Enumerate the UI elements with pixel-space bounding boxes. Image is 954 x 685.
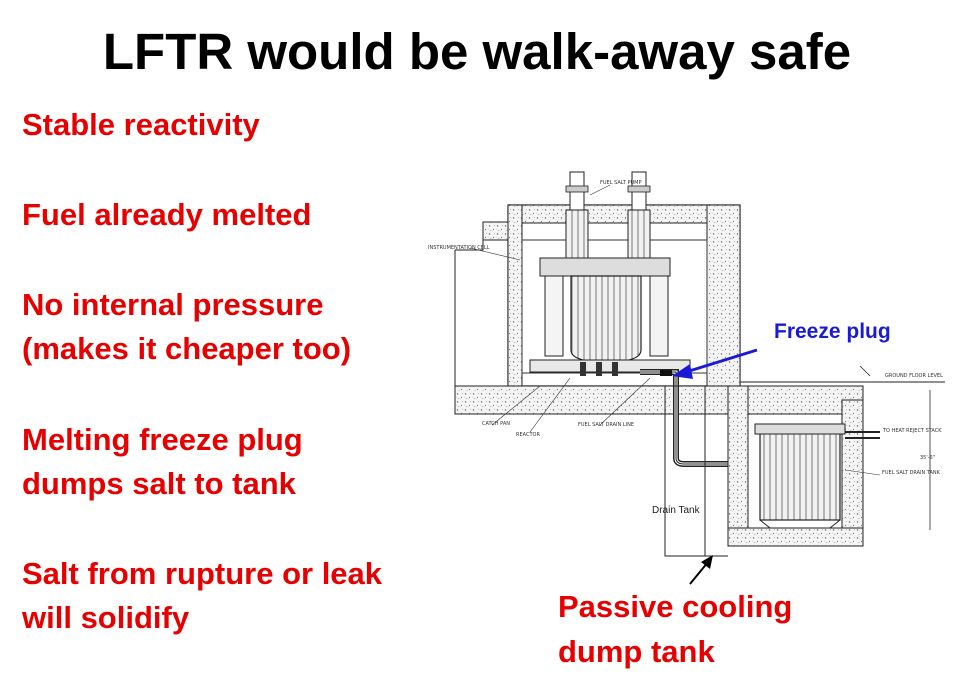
callout-line: dump tank bbox=[558, 634, 715, 669]
bullet-no-pressure: No internal pressure (makes it cheaper t… bbox=[22, 283, 351, 371]
label-leaders bbox=[469, 184, 881, 476]
slide-title: LFTR would be walk-away safe bbox=[102, 23, 852, 80]
ground-floor-level bbox=[740, 365, 945, 530]
passive-cooling-callout: Passive cooling dump tank bbox=[558, 584, 792, 674]
drain-cell-walls bbox=[664, 385, 864, 557]
passive-cooling-arrow bbox=[689, 555, 713, 585]
drain-tank-label: Drain Tank bbox=[652, 505, 700, 516]
bullet-line: Stable reactivity bbox=[22, 107, 260, 142]
label-fuel-salt-drain-tank: FUEL SALT DRAIN TANK bbox=[882, 470, 940, 476]
bullet-freeze-plug: Melting freeze plug dumps salt to tank bbox=[22, 418, 303, 506]
bullet-line: Melting freeze plug bbox=[22, 422, 303, 457]
label-fuel-salt-drain-line: FUEL SALT DRAIN LINE bbox=[578, 422, 635, 428]
freeze-plug-label: Freeze plug bbox=[774, 320, 891, 343]
callout-line: Passive cooling bbox=[558, 589, 793, 624]
reactor-cell-walls bbox=[454, 204, 741, 415]
bullet-salt-solidify: Salt from rupture or leak will solidify bbox=[22, 552, 382, 640]
bullet-line: (makes it cheaper too) bbox=[22, 331, 352, 366]
label-fuel-salt-pump: FUEL SALT PUMP bbox=[600, 180, 642, 186]
bullet-fuel-melted: Fuel already melted bbox=[22, 193, 311, 237]
bullet-line: Fuel already melted bbox=[22, 197, 312, 232]
reactor-vessel bbox=[529, 257, 691, 376]
label-reactor: REACTOR bbox=[516, 432, 540, 438]
drain-tank bbox=[754, 423, 880, 529]
bullet-line: dumps salt to tank bbox=[22, 466, 296, 501]
label-catch-pan: CATCH PAN bbox=[482, 421, 510, 427]
fuel-salt-pump bbox=[565, 171, 651, 261]
label-instrumentation-cell: INSTRUMENTATION CELL bbox=[428, 245, 490, 251]
label-ground-floor-level: GROUND FLOOR LEVEL bbox=[885, 373, 943, 379]
fuel-salt-drain-line bbox=[640, 369, 748, 467]
freeze-plug-arrow bbox=[672, 348, 758, 379]
bullet-line: Salt from rupture or leak bbox=[22, 556, 383, 591]
bullet-line: No internal pressure bbox=[22, 287, 324, 322]
bullet-stable-reactivity: Stable reactivity bbox=[22, 103, 260, 147]
label-to-heat-reject-stack: TO HEAT REJECT STACK bbox=[883, 428, 942, 434]
label-dimension: 35'-6" bbox=[920, 455, 936, 461]
bullet-line: will solidify bbox=[22, 600, 190, 635]
